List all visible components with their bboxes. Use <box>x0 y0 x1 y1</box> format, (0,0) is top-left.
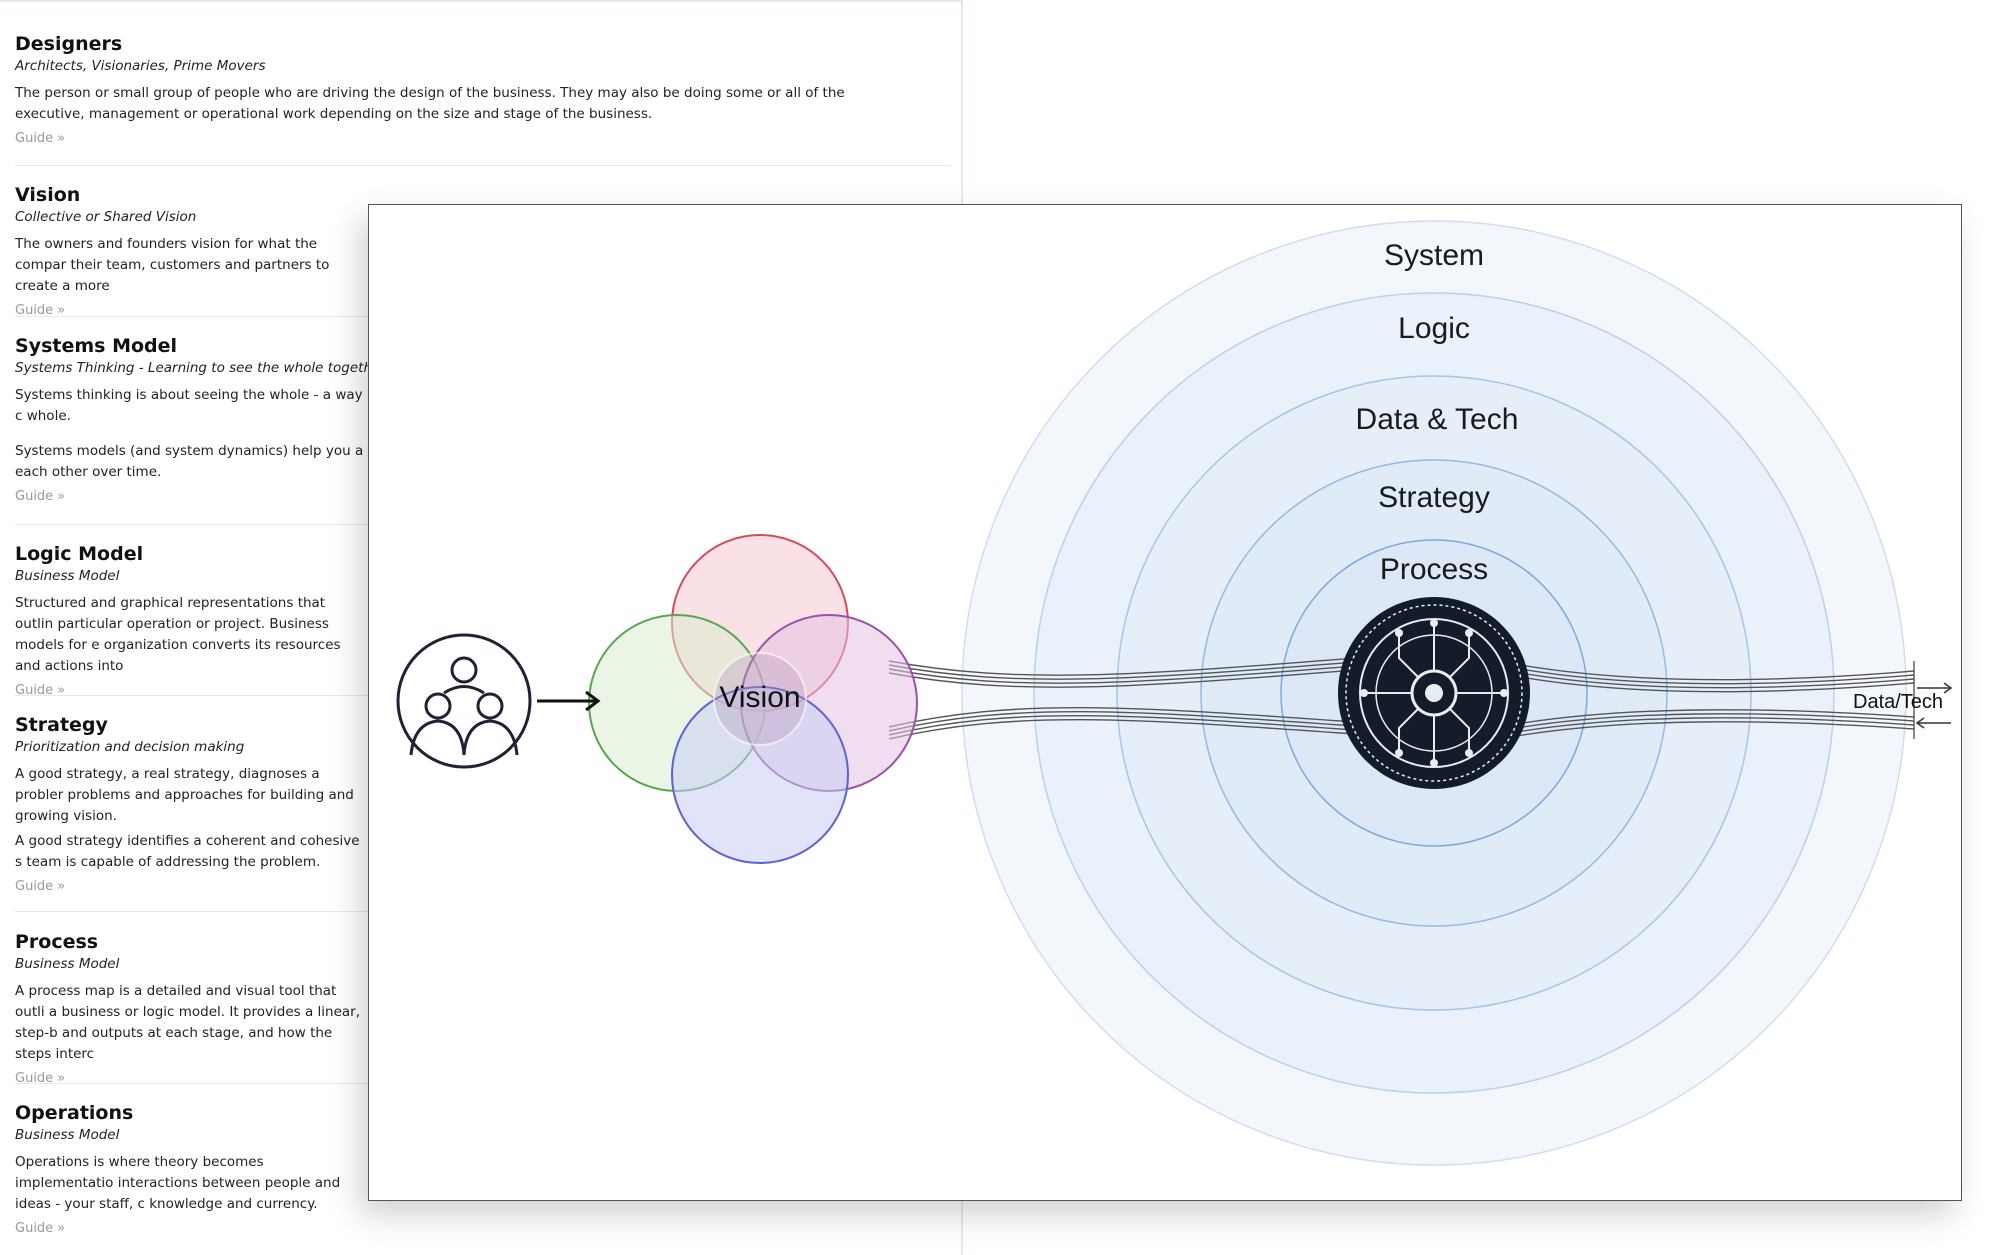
vision-venn <box>588 534 918 864</box>
business-design-diagram: System Logic Data & Tech Strategy Proces… <box>368 204 1962 1201</box>
section-subtitle: Business Model <box>15 956 120 972</box>
arrow-in-icon <box>1915 717 1951 729</box>
guide-link[interactable]: Guide » <box>15 489 66 504</box>
section-subtitle: Business Model <box>15 568 120 584</box>
flow-label-data-tech: Data/Tech <box>1853 691 1944 713</box>
section-vision: Vision Collective or Shared Vision The o… <box>15 183 950 320</box>
ring-label-data-tech: Data & Tech <box>1355 403 1519 436</box>
ring-label-strategy: Strategy <box>1378 481 1490 514</box>
divider <box>15 165 950 166</box>
section-text: Systems thinking is about seeing the who… <box>15 387 363 424</box>
guide-link[interactable]: Guide » <box>15 1221 66 1236</box>
guide-link[interactable]: Guide » <box>15 683 66 698</box>
guide-link[interactable]: Guide » <box>15 303 66 318</box>
data-tech-flow <box>888 656 1915 740</box>
section-text: A good strategy, a real strategy, diagno… <box>15 766 354 824</box>
arrow-out-icon <box>1917 682 1953 694</box>
section-operations: Operations Business Model Operations is … <box>15 1101 950 1238</box>
section-text: Operations is where theory becomes imple… <box>15 1154 341 1212</box>
section-text: The person or small group of people who … <box>15 85 845 122</box>
guide-link[interactable]: Guide » <box>15 879 66 894</box>
section-text: The owners and founders vision for what … <box>15 236 330 294</box>
section-text: Systems models (and system dynamics) hel… <box>15 443 364 480</box>
section-subtitle: Collective or Shared Vision <box>15 209 197 225</box>
section-title: Process <box>15 931 99 953</box>
section-designers: Designers Architects, Visionaries, Prime… <box>15 32 950 166</box>
section-title: Designers <box>15 33 123 55</box>
section-title: Logic Model <box>15 543 144 565</box>
section-text: Structured and graphical representations… <box>15 595 341 674</box>
ring-label-process: Process <box>1379 553 1489 586</box>
section-subtitle: Architects, Visionaries, Prime Movers <box>15 58 266 74</box>
arrow-right-icon <box>537 690 601 712</box>
circuit-chip-icon <box>1338 597 1530 789</box>
section-title: Strategy <box>15 714 108 736</box>
section-subtitle: Systems Thinking - Learning to see the w… <box>15 360 373 376</box>
people-group-icon <box>396 633 532 769</box>
section-subtitle: Business Model <box>15 1127 120 1143</box>
section-text: A good strategy identifies a coherent an… <box>15 833 360 870</box>
section-text: A process map is a detailed and visual t… <box>15 983 360 1062</box>
section-subtitle: Prioritization and decision making <box>15 739 245 755</box>
guide-link[interactable]: Guide » <box>15 1071 66 1086</box>
section-title: Systems Model <box>15 335 178 357</box>
section-systems-model: Systems Model Systems Thinking - Learnin… <box>15 334 950 525</box>
diagram-canvas <box>396 220 1953 1166</box>
venn-label-vision: Vision <box>719 681 801 714</box>
section-title: Vision <box>15 184 81 206</box>
guide-link[interactable]: Guide » <box>15 131 66 146</box>
ring-label-system: System <box>1383 239 1485 272</box>
ring-label-logic: Logic <box>1398 312 1470 345</box>
section-title: Operations <box>15 1102 134 1124</box>
